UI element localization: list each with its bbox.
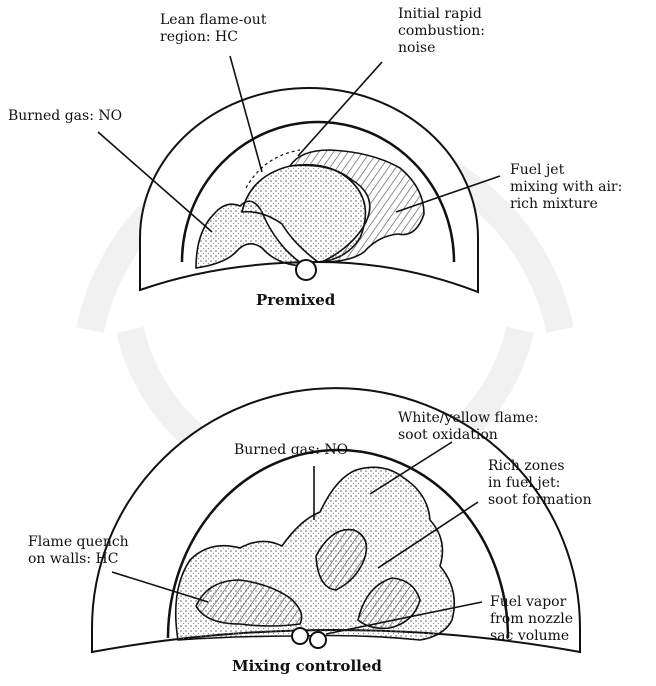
label-rich-zones-line3: soot formation	[488, 492, 592, 509]
label-lean-flameout-line2: region: HC	[160, 29, 266, 46]
premixed-title: Premixed	[256, 292, 335, 309]
label-burned-gas-premixed-line1: Burned gas: NO	[8, 108, 122, 125]
label-fuel-jet-line1: Fuel jet	[510, 162, 622, 179]
label-initial-rapid-line1: Initial rapid	[398, 6, 485, 23]
label-rich-zones-line2: in fuel jet:	[488, 475, 592, 492]
label-burned-gas-mixing-line1: Burned gas: NO	[234, 442, 348, 459]
mixing-nozzle	[292, 628, 308, 644]
label-burned-gas-premixed: Burned gas: NO	[8, 108, 122, 125]
label-fuel-jet: Fuel jet mixing with air: rich mixture	[510, 162, 622, 213]
mixing-controlled-title: Mixing controlled	[232, 658, 382, 675]
label-white-yellow-line1: White/yellow flame:	[398, 410, 539, 427]
label-lean-flameout-line1: Lean flame-out	[160, 12, 266, 29]
label-fuel-jet-line2: mixing with air:	[510, 179, 622, 196]
label-lean-flameout: Lean flame-out region: HC	[160, 12, 266, 46]
label-initial-rapid: Initial rapid combustion: noise	[398, 6, 485, 57]
label-burned-gas-mixing: Burned gas: NO	[234, 442, 348, 459]
premixed-title-text: Premixed	[256, 292, 335, 309]
label-white-yellow-line2: soot oxidation	[398, 427, 539, 444]
label-flame-quench-line2: on walls: HC	[28, 551, 129, 568]
label-fuel-vapor: Fuel vapor from nozzle sac volume	[490, 594, 573, 645]
mixing-controlled-title-text: Mixing controlled	[232, 658, 382, 675]
label-white-yellow: White/yellow flame: soot oxidation	[398, 410, 539, 444]
premixed-nozzle	[296, 260, 316, 280]
mixing-nozzle-2	[310, 632, 326, 648]
label-fuel-jet-line3: rich mixture	[510, 196, 622, 213]
label-rich-zones-line1: Rich zones	[488, 458, 592, 475]
label-fuel-vapor-line1: Fuel vapor	[490, 594, 573, 611]
label-fuel-vapor-line2: from nozzle	[490, 611, 573, 628]
premixed-diagram	[98, 56, 500, 292]
label-initial-rapid-line3: noise	[398, 40, 485, 57]
label-initial-rapid-line2: combustion:	[398, 23, 485, 40]
label-rich-zones: Rich zones in fuel jet: soot formation	[488, 458, 592, 509]
label-flame-quench: Flame quench on walls: HC	[28, 534, 129, 568]
label-fuel-vapor-line3: sac volume	[490, 628, 573, 645]
label-flame-quench-line1: Flame quench	[28, 534, 129, 551]
